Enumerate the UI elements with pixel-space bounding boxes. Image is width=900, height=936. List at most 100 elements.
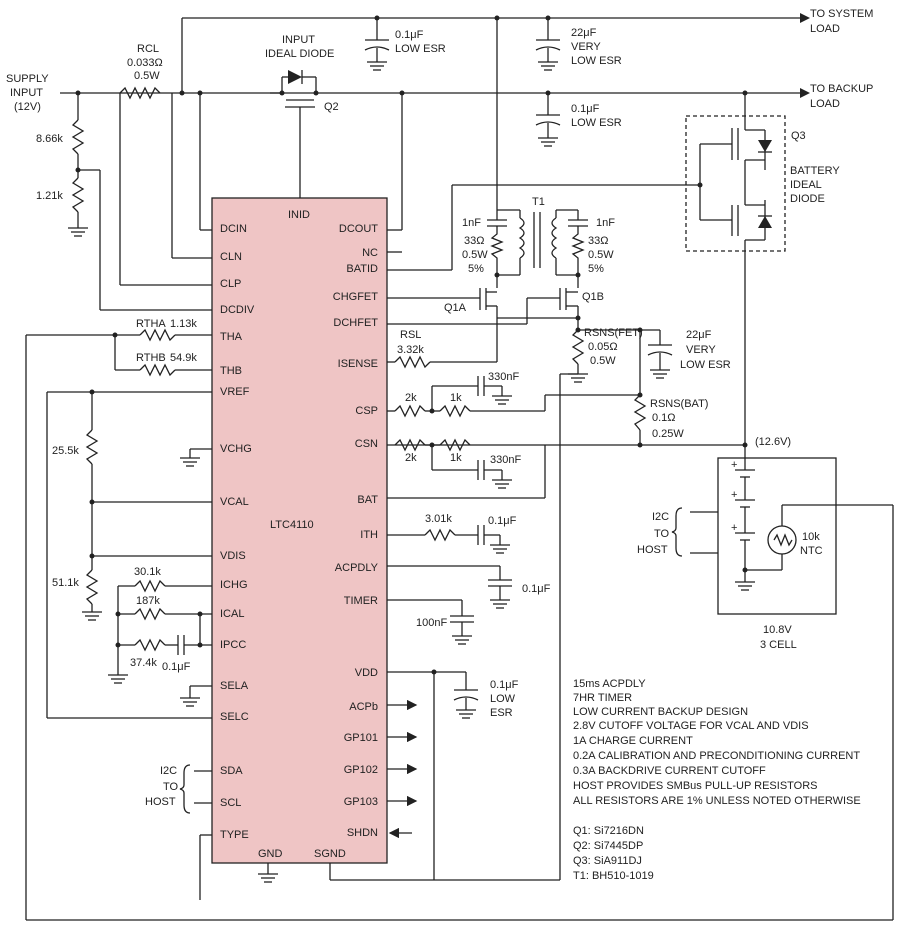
right-pin-labels: DCOUT NC BATID CHGFET DCHFET ISENSE CSP …	[333, 223, 379, 839]
timer-cap	[387, 599, 474, 645]
part-0: Q1: Si7216DN	[573, 825, 644, 837]
lrc-5pct: 5%	[468, 263, 484, 275]
rrc-05w: 0.5W	[588, 249, 614, 261]
battery-cells-label: 3 CELL	[760, 639, 797, 651]
rsl-value: 3.32k	[397, 344, 424, 356]
i2c-right-brace	[671, 507, 683, 557]
vdd-cap-l3: ESR	[490, 707, 513, 719]
ltc4110-chip	[211, 197, 388, 864]
r301k-label: 30.1k	[134, 566, 161, 578]
note-0: 15ms ACPDLY	[573, 678, 646, 690]
to-system-l1: TO SYSTEM	[810, 8, 873, 20]
output-arrows	[387, 699, 418, 839]
pin-chgfet: CHGFET	[333, 291, 379, 303]
svg-text:+: +	[731, 522, 737, 534]
pin-dcin: DCIN	[220, 223, 247, 235]
current-set-resistors	[108, 579, 212, 707]
rtha-name: RTHA	[136, 318, 166, 330]
pin-ical: ICAL	[220, 608, 244, 620]
q2-label: Q2	[324, 101, 339, 113]
vref-network	[46, 389, 212, 719]
pin-vdd: VDD	[355, 667, 378, 679]
i2c-left-l2: TO	[163, 781, 179, 793]
i2c-right-l1: I2C	[652, 511, 669, 523]
design-notes: 15ms ACPDLY 7HR TIMER LOW CURRENT BACKUP…	[573, 678, 861, 807]
pin-sela: SELA	[220, 680, 249, 692]
pin-nc: NC	[362, 247, 378, 259]
part-2: Q3: SiA911DJ	[573, 855, 642, 867]
rsns-fet	[568, 318, 673, 395]
pin-vchg: VCHG	[220, 443, 252, 455]
timer-cap-value: 100nF	[416, 617, 447, 629]
bat-voltage-label: (12.6V)	[755, 436, 791, 448]
transformer-t1	[487, 209, 588, 278]
ipcc-cap-label: 0.1μF	[162, 661, 191, 673]
rtha-value: 1.13k	[170, 318, 197, 330]
rsl-resistor	[387, 318, 498, 369]
pin-batid: BATID	[346, 263, 378, 275]
pin-isense: ISENSE	[338, 358, 378, 370]
ntc-value: 10k	[802, 531, 820, 543]
rcl-value: 0.033Ω	[127, 57, 163, 69]
pin-tha: THA	[220, 331, 243, 343]
ntc-label: NTC	[800, 545, 823, 557]
pin-vref: VREF	[220, 386, 250, 398]
pin-gnd: GND	[258, 848, 283, 860]
pin-gp103: GP103	[344, 796, 378, 808]
input-diode-l1: INPUT	[282, 34, 315, 46]
rcl-power: 0.5W	[134, 70, 160, 82]
rcl-resistor	[75, 86, 212, 286]
pin-sgnd: SGND	[314, 848, 346, 860]
pin-dcdiv: DCDIV	[220, 304, 255, 316]
cap2-l3: LOW ESR	[571, 55, 622, 67]
svg-text:+: +	[731, 489, 737, 501]
rrc-1nf: 1nF	[596, 217, 615, 229]
cap3-value: 0.1μF	[571, 103, 600, 115]
ic-name: LTC4110	[270, 519, 314, 531]
rsns-bat-value: 0.1Ω	[652, 412, 676, 424]
cap3-esr: LOW ESR	[571, 117, 622, 129]
csp-2k: 2k	[405, 392, 417, 404]
i2c-left-l1: I2C	[160, 765, 177, 777]
i2c-left-l3: HOST	[145, 796, 176, 808]
rthb-name: RTHB	[136, 352, 166, 364]
pin-acpdly: ACPDLY	[335, 562, 379, 574]
part-3: T1: BH510-1019	[573, 870, 654, 882]
ith-r: 3.01k	[425, 513, 452, 525]
q1-mosfets	[387, 275, 581, 325]
pin-selc: SELC	[220, 711, 249, 723]
pin-dcout: DCOUT	[339, 223, 378, 235]
rsl-name: RSL	[400, 329, 421, 341]
q3-box	[685, 115, 786, 252]
acpdly-cap	[387, 565, 512, 609]
cap2-value: 22μF	[571, 27, 597, 39]
note-4: 1A CHARGE CURRENT	[573, 735, 693, 747]
cap-01u-mid	[535, 90, 561, 147]
svg-text:+: +	[731, 459, 737, 471]
cap1-value: 0.1μF	[395, 29, 424, 41]
q3-mosfets	[697, 90, 772, 445]
cap-01u-top	[364, 15, 390, 71]
rsns-fet-power: 0.5W	[590, 355, 616, 367]
to-backup-l1: TO BACKUP	[810, 83, 873, 95]
note-3: 2.8V CUTOFF VOLTAGE FOR VCAL AND VDIS	[573, 720, 809, 732]
acpdly-cap-value: 0.1μF	[522, 583, 551, 595]
pin-shdn: SHDN	[347, 827, 378, 839]
battery-pack	[717, 457, 837, 615]
pin-csn: CSN	[355, 438, 378, 450]
note-1: 7HR TIMER	[573, 692, 632, 704]
dcdiv-divider	[68, 93, 212, 311]
note-5: 0.2A CALIBRATION AND PRECONDITIONING CUR…	[573, 750, 860, 762]
pin-gp101: GP101	[344, 732, 378, 744]
pin-sda: SDA	[220, 765, 243, 777]
ith-c: 0.1μF	[488, 515, 517, 527]
supply-input-l2: INPUT	[10, 87, 43, 99]
note-6: 0.3A BACKDRIVE CURRENT CUTOFF	[573, 765, 766, 777]
pin-ichg: ICHG	[220, 579, 248, 591]
pin-dchfet: DCHFET	[333, 317, 378, 329]
q1a-label: Q1A	[444, 302, 467, 314]
pin-csp: CSP	[355, 405, 378, 417]
cap-22u-top	[535, 15, 561, 71]
